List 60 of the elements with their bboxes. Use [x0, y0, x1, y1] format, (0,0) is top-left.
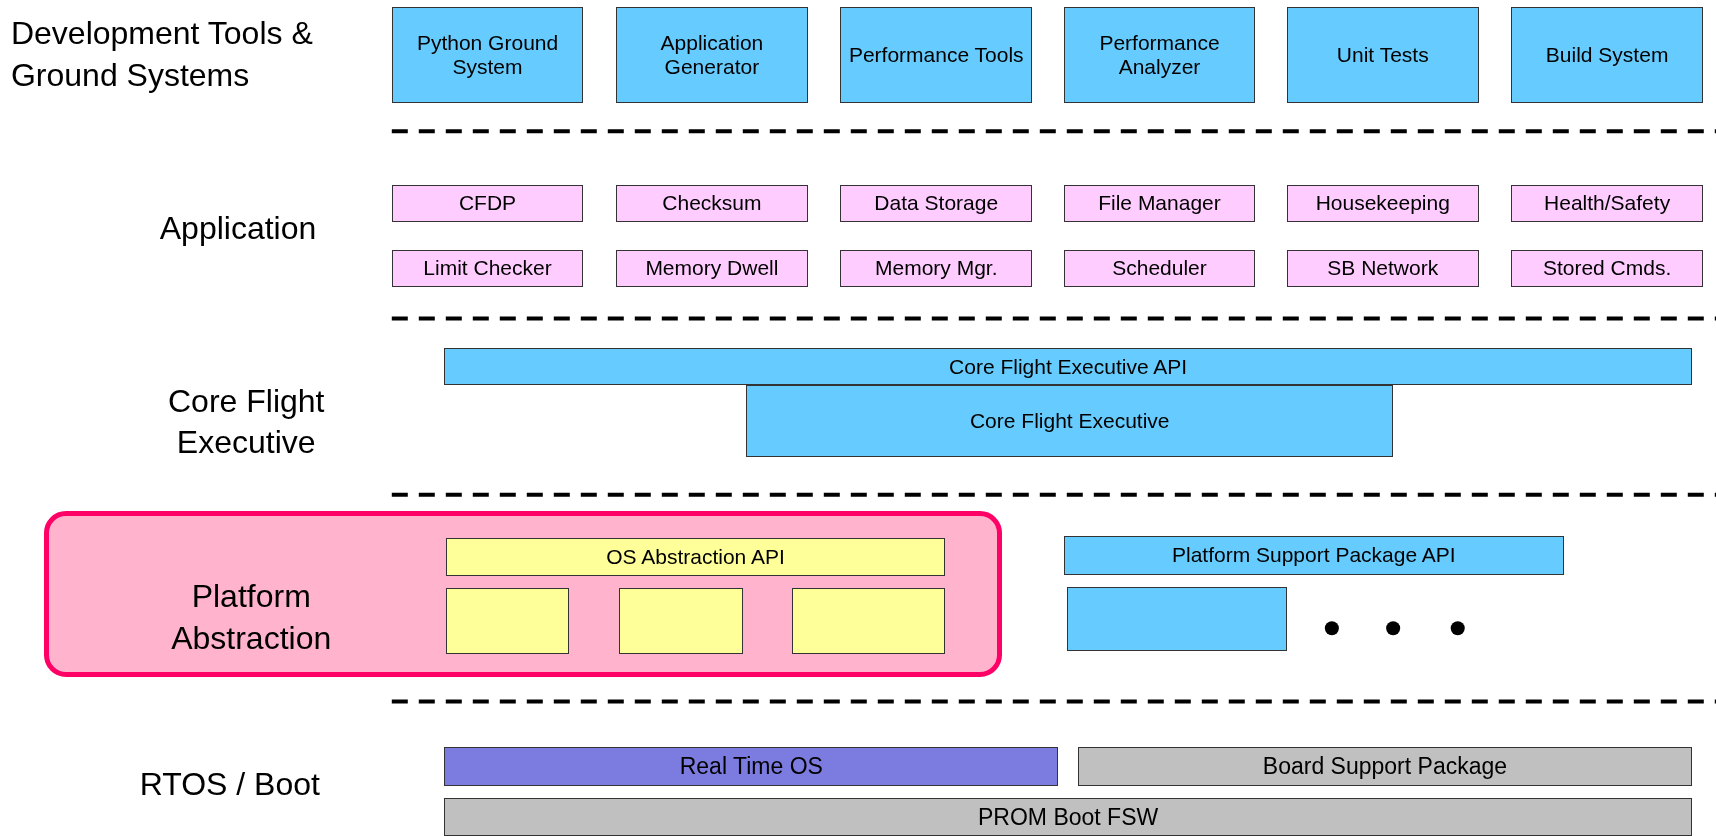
api-bar	[444, 348, 1692, 386]
box-label: Memory Mgr.	[874, 256, 999, 281]
box-label: Real Time OS	[678, 753, 824, 780]
box-label: CFDP	[457, 191, 518, 216]
box-label: Performance Tools	[847, 42, 1025, 67]
box-label: Stored Cmds.	[1541, 256, 1673, 281]
tool-box	[1287, 6, 1479, 103]
tool-box	[616, 6, 808, 103]
application-box	[1287, 249, 1479, 287]
box-label: Checksum	[661, 191, 763, 216]
box-label: Unit Tests	[1335, 42, 1430, 67]
tool-box	[1063, 6, 1256, 103]
box-label: Platform Support Package API	[1170, 543, 1457, 568]
application-box	[1511, 249, 1703, 287]
application-box	[1063, 184, 1256, 223]
box-label: Build System	[1544, 42, 1670, 67]
box-label: Python Ground System	[415, 30, 560, 79]
application-box	[1511, 184, 1703, 223]
package-box	[1067, 586, 1287, 652]
application-box	[616, 249, 808, 287]
application-box	[391, 184, 584, 223]
box-label: Limit Checker	[422, 256, 553, 281]
tool-box	[391, 6, 584, 103]
box-label: Memory Dwell	[644, 256, 780, 281]
layer-title: RTOS / Boot	[138, 764, 321, 804]
box-label: Board Support Package	[1261, 753, 1509, 780]
application-box	[1287, 184, 1479, 223]
box-label: File Manager	[1097, 191, 1222, 216]
box-label: Health/Safety	[1543, 191, 1672, 216]
box-label: Application Generator	[659, 30, 765, 79]
application-box	[616, 184, 808, 223]
layer-title: Application	[158, 208, 318, 248]
tool-box	[1511, 6, 1703, 103]
os-box	[446, 588, 569, 654]
box-label: Core Flight Executive	[968, 409, 1171, 434]
layer-title: Development Tools & Ground Systems	[10, 14, 314, 95]
application-box	[391, 249, 584, 287]
api-bar	[1063, 536, 1564, 575]
executive-box	[746, 385, 1394, 458]
box-label: Scheduler	[1111, 256, 1208, 281]
layer-panel	[43, 511, 1003, 678]
box-label: PROM Boot FSW	[977, 803, 1160, 831]
tool-box	[840, 6, 1032, 103]
support-package-bar	[1077, 747, 1692, 786]
box-label: Core Flight Executive API	[948, 354, 1189, 379]
box-label: SB Network	[1326, 256, 1440, 281]
box-label: OS Abstraction API	[605, 545, 786, 570]
layer-title: Core Flight Executive	[167, 381, 326, 463]
application-box	[840, 184, 1032, 223]
os-box	[791, 588, 946, 654]
box-label: Housekeeping	[1314, 191, 1451, 216]
os-box	[618, 588, 743, 654]
boot-bar	[444, 797, 1692, 836]
box-label: Performance Analyzer	[1098, 30, 1221, 79]
application-box	[1063, 249, 1256, 287]
layer-title: Platform Abstraction	[170, 577, 333, 658]
box-label: Data Storage	[873, 191, 1000, 216]
rtos-bar	[444, 747, 1059, 786]
api-bar	[446, 537, 946, 577]
application-box	[840, 249, 1032, 287]
